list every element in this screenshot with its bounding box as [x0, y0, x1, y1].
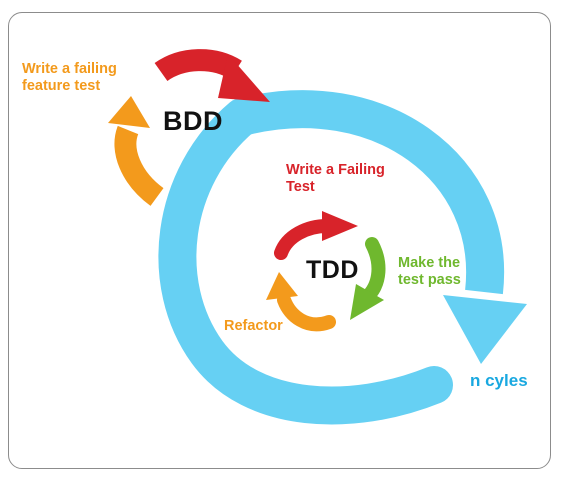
tdd-red-arrow — [274, 211, 358, 260]
bdd-orange-arrow — [108, 96, 164, 206]
bdd-step-label: Write a failing feature test — [22, 61, 117, 94]
bdd-title: BDD — [163, 106, 223, 136]
tdd-green-arrow — [350, 237, 386, 320]
bdd-red-arrow — [154, 49, 270, 102]
tdd-write-label: Write a Failing Test — [286, 162, 385, 195]
tdd-make-label: Make the test pass — [398, 255, 461, 288]
n-cycles-label: n cyles — [470, 371, 528, 390]
tdd-refactor-label: Refactor — [224, 318, 283, 334]
tdd-title: TDD — [306, 256, 359, 284]
n-cycles-arrow — [158, 90, 527, 425]
tdd-orange-arrow — [266, 272, 336, 332]
